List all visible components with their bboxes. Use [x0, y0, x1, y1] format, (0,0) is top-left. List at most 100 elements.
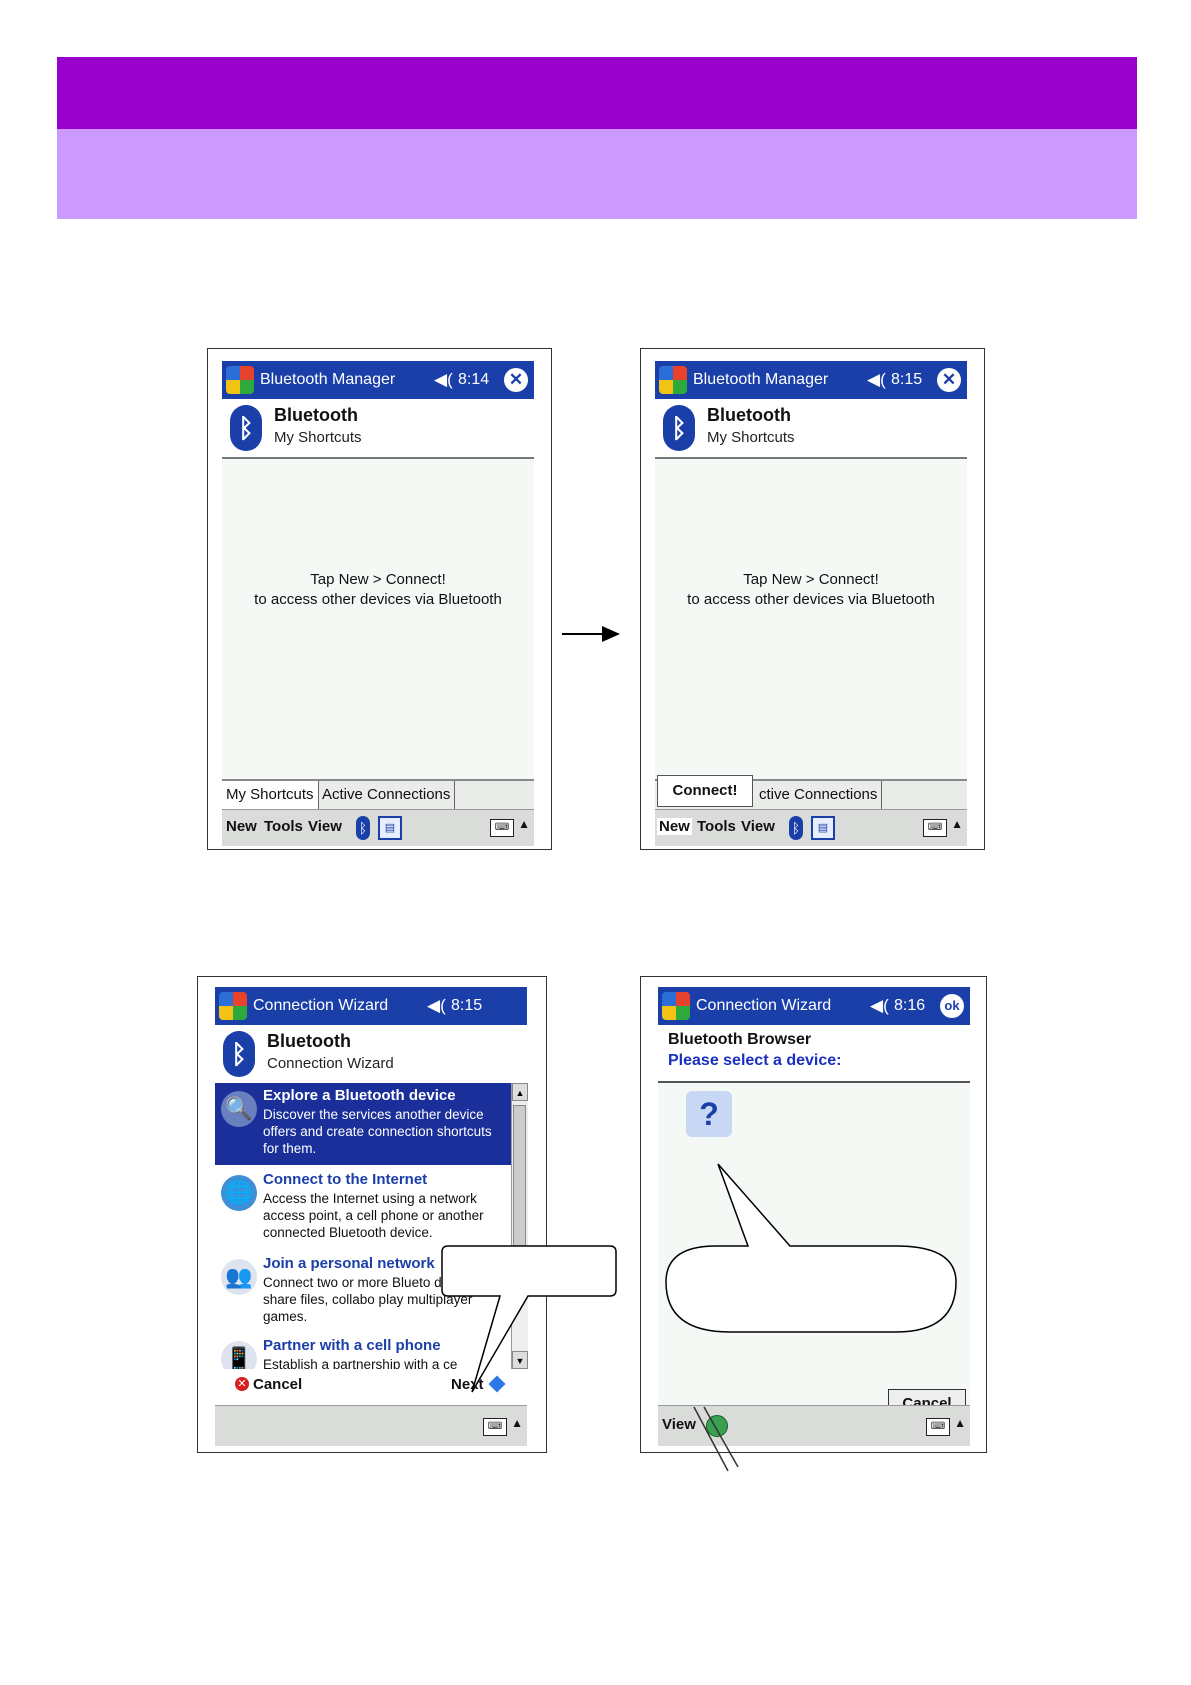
hint-line-1: Tap New > Connect!: [310, 571, 446, 588]
command-bar: ⌨ ▲: [215, 1405, 527, 1446]
header-subtitle: My Shortcuts: [707, 429, 795, 446]
cancel-button[interactable]: Cancel: [253, 1376, 303, 1393]
option-partner-phone[interactable]: 📱 Partner with a cell phone Establish a …: [215, 1333, 511, 1369]
pda-screen: Connection Wizard ◀︎( 8:16 ok Bluetooth …: [658, 987, 970, 1446]
header-subtitle: Connection Wizard: [267, 1055, 394, 1072]
option-explore-device[interactable]: 🔍 Explore a Bluetooth device Discover th…: [215, 1083, 511, 1165]
up-arrow-icon[interactable]: ▲: [518, 817, 530, 831]
tab-active-connections[interactable]: ctive Connections: [755, 781, 883, 809]
app-header: ᛒ Bluetooth My Shortcuts: [222, 399, 534, 459]
windows-logo-icon[interactable]: [659, 366, 687, 394]
windows-logo-icon[interactable]: [226, 366, 254, 394]
clock[interactable]: 8:16: [894, 997, 926, 1014]
menu-view[interactable]: View: [662, 1416, 696, 1433]
windows-logo-icon[interactable]: [219, 992, 247, 1020]
speaker-icon[interactable]: ◀︎(: [434, 370, 453, 389]
scroll-down-icon[interactable]: ▼: [512, 1351, 528, 1369]
window-title: Connection Wizard: [253, 997, 389, 1014]
menu-view[interactable]: View: [308, 818, 342, 835]
clock[interactable]: 8:14: [458, 371, 490, 388]
menu-new[interactable]: New: [226, 818, 257, 835]
scroll-thumb[interactable]: [513, 1105, 526, 1265]
title-bar: Bluetooth Manager ◀︎( 8:14 ✕: [222, 361, 534, 399]
callout-device: [665, 1163, 957, 1333]
title-bar: Connection Wizard ◀︎( 8:16 ok: [658, 987, 970, 1025]
title-bar: Bluetooth Manager ◀︎( 8:15 ✕: [655, 361, 967, 399]
up-arrow-icon[interactable]: ▲: [951, 817, 963, 831]
menu-view[interactable]: View: [741, 818, 775, 835]
header-title: Bluetooth: [707, 405, 791, 425]
content-area: Tap New > Connect! to access other devic…: [655, 457, 967, 757]
header-title: Bluetooth: [267, 1031, 351, 1051]
unknown-device-icon[interactable]: ?: [686, 1091, 732, 1137]
pda-screen: Bluetooth Manager ◀︎( 8:15 ✕ ᛒ Bluetooth…: [655, 361, 967, 846]
option-title: Join a personal network: [263, 1255, 435, 1272]
hint-line-2: to access other devices via Bluetooth: [687, 591, 935, 608]
keyboard-icon[interactable]: ⌨: [490, 819, 514, 837]
arrow-right-icon: [562, 633, 602, 635]
close-icon[interactable]: ✕: [937, 368, 961, 392]
speaker-icon[interactable]: ◀︎(: [870, 996, 889, 1015]
stylus-icon: [693, 1406, 739, 1472]
keyboard-icon[interactable]: ⌨: [483, 1418, 507, 1436]
business-card-icon[interactable]: ▤: [378, 816, 402, 840]
people-icon: 👥: [221, 1259, 257, 1295]
bluetooth-icon[interactable]: ᛒ: [356, 816, 370, 840]
banner-top: [57, 57, 1137, 129]
command-bar: New Tools View ᛒ ▤ ⌨ ▲: [222, 809, 534, 846]
browser-header: Bluetooth Browser Please select a device…: [658, 1025, 970, 1083]
screenshot-connection-wizard-2: Connection Wizard ◀︎( 8:16 ok Bluetooth …: [640, 976, 987, 1453]
up-arrow-icon[interactable]: ▲: [954, 1416, 966, 1430]
title-bar: Connection Wizard ◀︎( 8:15: [215, 987, 527, 1025]
option-description: Discover the services another device off…: [263, 1107, 492, 1156]
tab-my-shortcuts[interactable]: My Shortcuts: [222, 781, 319, 809]
menu-tools[interactable]: Tools: [264, 818, 303, 835]
option-title: Explore a Bluetooth device: [263, 1087, 456, 1104]
menu-tools[interactable]: Tools: [697, 818, 736, 835]
menu-item-connect[interactable]: Connect!: [657, 775, 753, 807]
window-title: Connection Wizard: [696, 997, 832, 1014]
keyboard-icon[interactable]: ⌨: [926, 1418, 950, 1436]
option-title: Connect to the Internet: [263, 1171, 428, 1188]
bluetooth-icon: ᛒ: [230, 405, 262, 451]
option-title: Partner with a cell phone: [263, 1337, 441, 1354]
scroll-up-icon[interactable]: ▲: [512, 1083, 528, 1101]
tab-row: My Shortcuts Active Connections: [222, 779, 534, 811]
speaker-icon[interactable]: ◀︎(: [427, 996, 446, 1015]
browser-title: Bluetooth Browser: [668, 1031, 812, 1048]
clock[interactable]: 8:15: [451, 997, 483, 1014]
clock[interactable]: 8:15: [891, 371, 923, 388]
bluetooth-icon: ᛒ: [663, 405, 695, 451]
ok-button[interactable]: ok: [940, 994, 964, 1018]
windows-logo-icon[interactable]: [662, 992, 690, 1020]
banner-sub: [57, 129, 1137, 219]
cancel-icon[interactable]: ✕: [235, 1377, 249, 1391]
bluetooth-icon[interactable]: ᛒ: [789, 816, 803, 840]
up-arrow-icon[interactable]: ▲: [511, 1416, 523, 1430]
business-card-icon[interactable]: ▤: [811, 816, 835, 840]
content-area: Tap New > Connect! to access other devic…: [222, 457, 534, 757]
option-join-network[interactable]: 👥 Join a personal network Connect two or…: [215, 1251, 511, 1333]
menu-new[interactable]: New: [657, 818, 692, 835]
speaker-icon[interactable]: ◀︎(: [867, 370, 886, 389]
wizard-options-list: 🔍 Explore a Bluetooth device Discover th…: [215, 1083, 511, 1369]
callout-next: [441, 1245, 617, 1393]
option-connect-internet[interactable]: 🌐 Connect to the Internet Access the Int…: [215, 1167, 511, 1249]
keyboard-icon[interactable]: ⌨: [923, 819, 947, 837]
magnifier-icon: 🔍: [221, 1091, 257, 1127]
command-bar: View ⌨ ▲: [658, 1405, 970, 1446]
tab-active-connections[interactable]: Active Connections: [318, 781, 456, 809]
screenshot-bluetooth-manager-2: Bluetooth Manager ◀︎( 8:15 ✕ ᛒ Bluetooth…: [640, 348, 985, 850]
globe-icon: 🌐: [221, 1175, 257, 1211]
pda-screen: Bluetooth Manager ◀︎( 8:14 ✕ ᛒ Bluetooth…: [222, 361, 534, 846]
close-icon[interactable]: ✕: [504, 368, 528, 392]
window-title: Bluetooth Manager: [693, 371, 829, 388]
window-title: Bluetooth Manager: [260, 371, 396, 388]
bluetooth-icon: ᛒ: [223, 1031, 255, 1077]
pda-screen: Connection Wizard ◀︎( 8:15 ᛒ Bluetooth C…: [215, 987, 528, 1446]
phone-icon: 📱: [221, 1341, 257, 1369]
browser-subtitle: Please select a device:: [668, 1052, 842, 1069]
hint-line-2: to access other devices via Bluetooth: [254, 591, 502, 608]
app-header: ᛒ Bluetooth Connection Wizard: [215, 1025, 527, 1084]
option-description: Establish a partnership with a ce: [263, 1357, 458, 1369]
